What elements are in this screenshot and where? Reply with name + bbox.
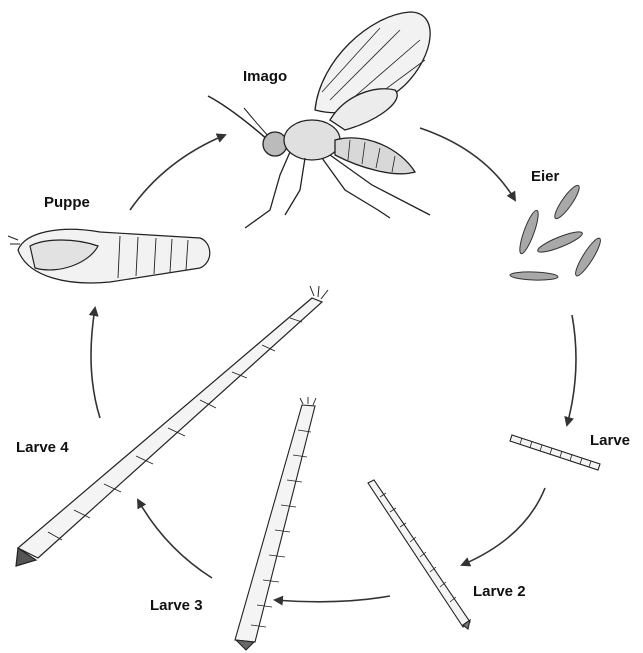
label-larve4: Larve 4 — [16, 439, 69, 456]
label-larve1: Larve — [590, 432, 630, 449]
arrow-eier-to-larve — [567, 315, 576, 425]
cycle-arrows — [91, 128, 576, 602]
puppe-illustration — [8, 229, 210, 283]
arrow-larve2-to-larve3 — [275, 596, 390, 602]
imago-illustration — [208, 12, 430, 228]
arrow-larve4-to-puppe — [91, 308, 100, 418]
eier-illustration — [510, 183, 604, 281]
label-imago: Imago — [243, 68, 287, 85]
label-puppe: Puppe — [44, 194, 90, 211]
arrow-larve3-to-larve4 — [138, 500, 212, 578]
label-larve3: Larve 3 — [150, 597, 203, 614]
arrow-imago-to-eier — [420, 128, 515, 200]
larve2-illustration — [368, 480, 470, 629]
label-eier: Eier — [531, 168, 559, 185]
larve3-illustration — [235, 397, 316, 650]
label-larve2: Larve 2 — [473, 583, 526, 600]
larve1-illustration — [510, 435, 600, 470]
arrow-puppe-to-imago — [130, 135, 225, 210]
arrow-larve-to-larve2 — [462, 488, 545, 565]
